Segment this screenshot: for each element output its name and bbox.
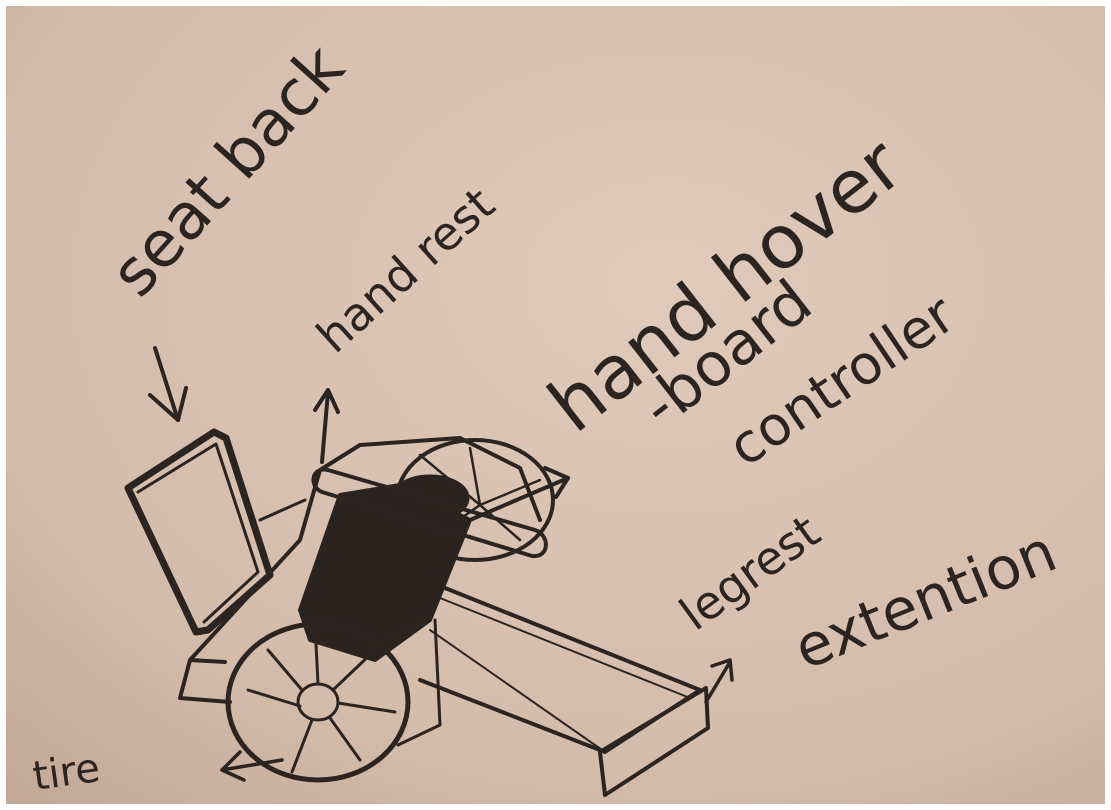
label-tire: tire [30,745,103,800]
